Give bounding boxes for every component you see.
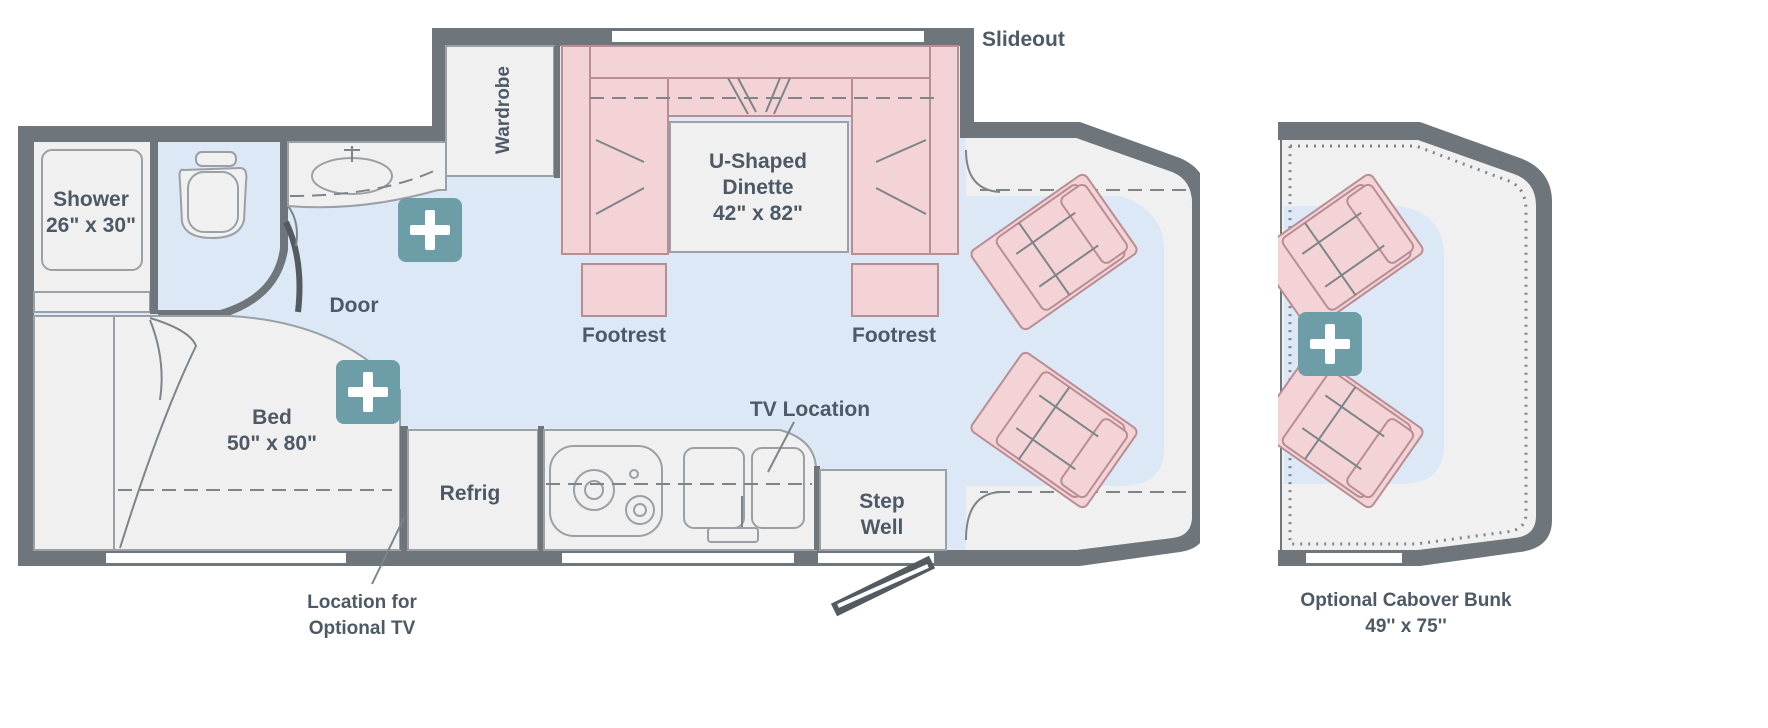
dinette-back-top [561,45,959,79]
footrest-right [851,263,939,317]
cabover-left-wall [1278,122,1284,140]
main-floor [18,28,1208,617]
bed-sheet-fold [119,317,198,549]
label-refrig: Refrig [440,482,501,505]
shower-divider [150,142,158,314]
label-shower-1: Shower [53,188,129,211]
step-well [819,469,947,551]
refrig-wall [400,426,408,550]
label-optional-tv-2: Optional TV [309,618,416,639]
burner-knob [629,469,639,479]
wardrobe [445,45,555,177]
cabover-bunk [1200,120,1552,580]
label-door: Door [330,294,379,317]
cabover-dotted [1288,144,1528,546]
dinette [561,45,959,255]
label-step-2: Well [861,516,904,539]
wardrobe-wall [554,46,560,178]
sink-right [751,447,805,529]
entry-door-inner [837,564,929,608]
cabover-seat-bottom [1256,351,1424,509]
faucet-icon [344,146,360,162]
tv-location-pointer [767,421,795,473]
faucet-base [707,527,759,543]
cab-dash-line [980,189,1186,493]
label-dinette-3: 42" x 82" [713,202,803,225]
dinette-seat-right [851,77,931,255]
label-bed-2: 50" x 80" [227,432,317,455]
window-bed [106,553,346,563]
shower-pan [41,149,143,271]
toilet-seat [187,171,239,233]
label-wardrobe: Wardrobe [493,66,514,154]
label-shower-2: 26" x 30" [46,214,136,237]
window-slideout [612,31,924,42]
cab-seat-bottom [970,351,1138,509]
refrig [407,429,539,551]
plus-icon[interactable] [336,360,400,424]
label-footrest-right: Footrest [852,324,936,347]
door-swing [283,220,303,313]
dinette-back-left [561,45,591,255]
label-step-1: Step [859,490,905,513]
dinette-straps [595,77,927,215]
vanity-dash [289,169,437,197]
footrest-left [581,263,667,317]
label-bed-1: Bed [252,406,292,429]
label-slideout: Slideout [982,28,1065,51]
galley-divider [538,426,544,550]
plus-icon[interactable] [398,198,462,262]
window-step [818,553,934,563]
dinette-seat-left [589,77,669,255]
cabover-left-mask [1200,120,1278,580]
dinette-table [669,121,849,253]
cabover-left-wall-bottom [1278,550,1284,566]
dinette-seat-back [667,77,853,117]
label-cabover-2: 49'' x 75'' [1365,616,1446,637]
cab-panel-lines [965,149,1001,541]
label-dinette-1: U-Shaped [709,150,807,173]
toilet-bowl [178,166,248,240]
cabover-window [1306,553,1402,563]
label-tv-location: TV Location [750,398,870,421]
label-footrest-left: Footrest [582,324,666,347]
burner-small-inner [633,503,647,517]
window-galley [562,553,794,563]
burner-large-inner [584,480,604,500]
label-optional-tv-1: Location for [307,592,417,613]
bed-side-panel [33,315,115,551]
toilet-tank [195,151,237,167]
dinette-back-right [929,45,959,255]
cab-seat-top [970,173,1138,331]
cabover-seat-top [1256,173,1424,331]
sink-left [683,447,745,529]
label-cabover-1: Optional Cabover Bunk [1300,590,1512,611]
optional-tv-pointer [371,517,405,585]
door-arc [287,205,298,247]
shower-step [33,291,151,313]
step-well-wall [814,466,820,550]
label-dinette-2: Dinette [722,176,793,199]
plus-icon[interactable] [1298,312,1362,376]
